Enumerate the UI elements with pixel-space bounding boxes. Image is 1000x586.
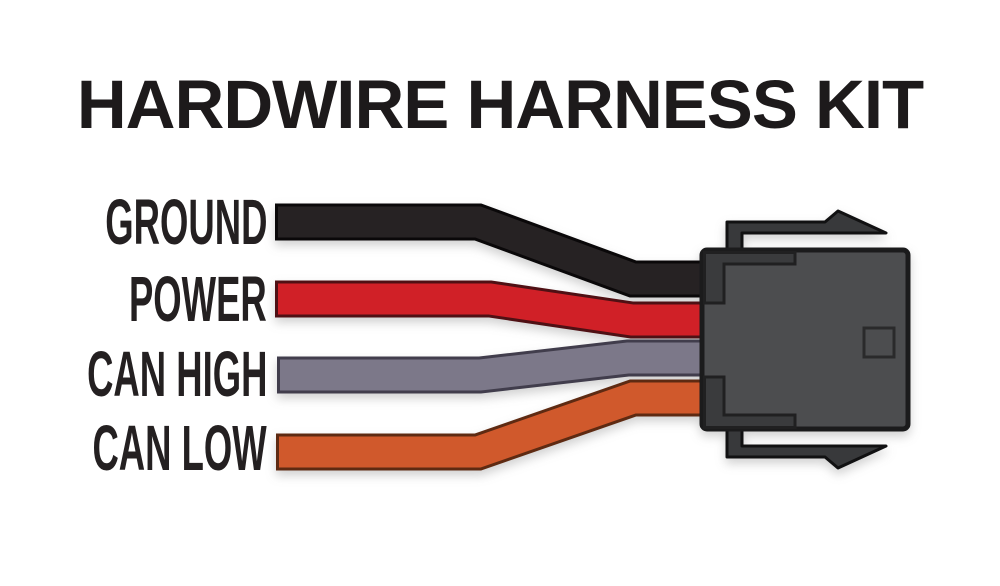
wire-label-can-low: CAN LOW xyxy=(92,412,267,484)
wire-label-can-high: CAN HIGH xyxy=(86,338,267,410)
can-high-wire xyxy=(277,339,709,394)
connector-bottom-latch-arrow xyxy=(725,424,888,470)
connector-body xyxy=(699,247,911,432)
wire-label-power: POWER xyxy=(129,263,267,335)
ground-wire-body xyxy=(278,206,709,295)
page-title: HARDWIRE HARNESS KIT xyxy=(76,66,924,143)
can-low-wire-body xyxy=(279,382,709,468)
can-low-wire xyxy=(276,379,709,471)
connector-clip-slot xyxy=(862,326,896,359)
power-wire-body xyxy=(278,283,709,336)
can-high-wire-body xyxy=(280,342,709,391)
connector-top-tab xyxy=(703,251,797,305)
connector-bottom-tab xyxy=(703,375,797,429)
power-wire xyxy=(275,280,709,339)
ground-wire xyxy=(275,203,709,298)
wire-label-ground: GROUND xyxy=(104,186,267,258)
